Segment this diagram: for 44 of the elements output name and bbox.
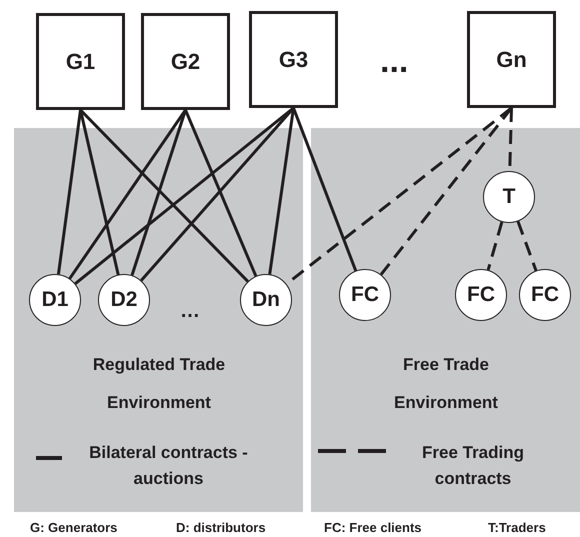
node-circle xyxy=(29,274,81,326)
generator-box xyxy=(36,13,125,110)
connector-line xyxy=(74,106,294,285)
generator-box xyxy=(249,11,338,108)
node-label: D1 xyxy=(42,288,68,312)
node-circle xyxy=(339,269,391,321)
panel-title: Free Trade Environment xyxy=(393,354,499,414)
connector-line xyxy=(268,108,295,274)
node-circle xyxy=(240,274,292,326)
connector-line xyxy=(184,109,258,277)
connector-line xyxy=(56,110,82,274)
connector-line xyxy=(130,110,187,276)
generator-box xyxy=(467,11,556,108)
environment-panel xyxy=(14,128,303,512)
ellipsis: ... xyxy=(380,42,408,81)
key-text: T:Traders xyxy=(488,520,546,535)
node-label: Gn xyxy=(496,46,527,72)
node-label: FC xyxy=(351,283,379,307)
connector-line xyxy=(292,107,358,272)
panel-title: Regulated Trade Environment xyxy=(92,354,226,414)
node-label: T xyxy=(502,185,516,209)
node-label: G2 xyxy=(170,48,200,74)
legend-text: Free Trading contracts xyxy=(420,442,526,490)
ellipsis: … xyxy=(180,300,200,323)
environment-panel xyxy=(311,128,580,512)
dashed-connector xyxy=(486,222,504,270)
node-circle xyxy=(98,274,150,326)
node-label: G1 xyxy=(66,48,96,74)
node-label: FC xyxy=(531,283,559,307)
node-circle xyxy=(455,269,507,321)
key-text: D: distributors xyxy=(176,520,266,535)
key-text: G: Generators xyxy=(30,520,118,535)
node-circle xyxy=(483,171,535,223)
connector-line xyxy=(68,109,187,280)
legend-text: Bilateral contracts - auctions xyxy=(88,442,249,490)
node-circle xyxy=(519,269,571,321)
node-label: D2 xyxy=(110,288,138,312)
dashed-connector xyxy=(516,220,538,272)
connector-line xyxy=(79,108,249,282)
node-label: Dn xyxy=(252,288,280,312)
generator-box xyxy=(141,13,230,110)
node-label: G3 xyxy=(278,46,308,72)
key-text: FC: Free clients xyxy=(324,520,422,535)
node-label: FC xyxy=(467,283,495,307)
